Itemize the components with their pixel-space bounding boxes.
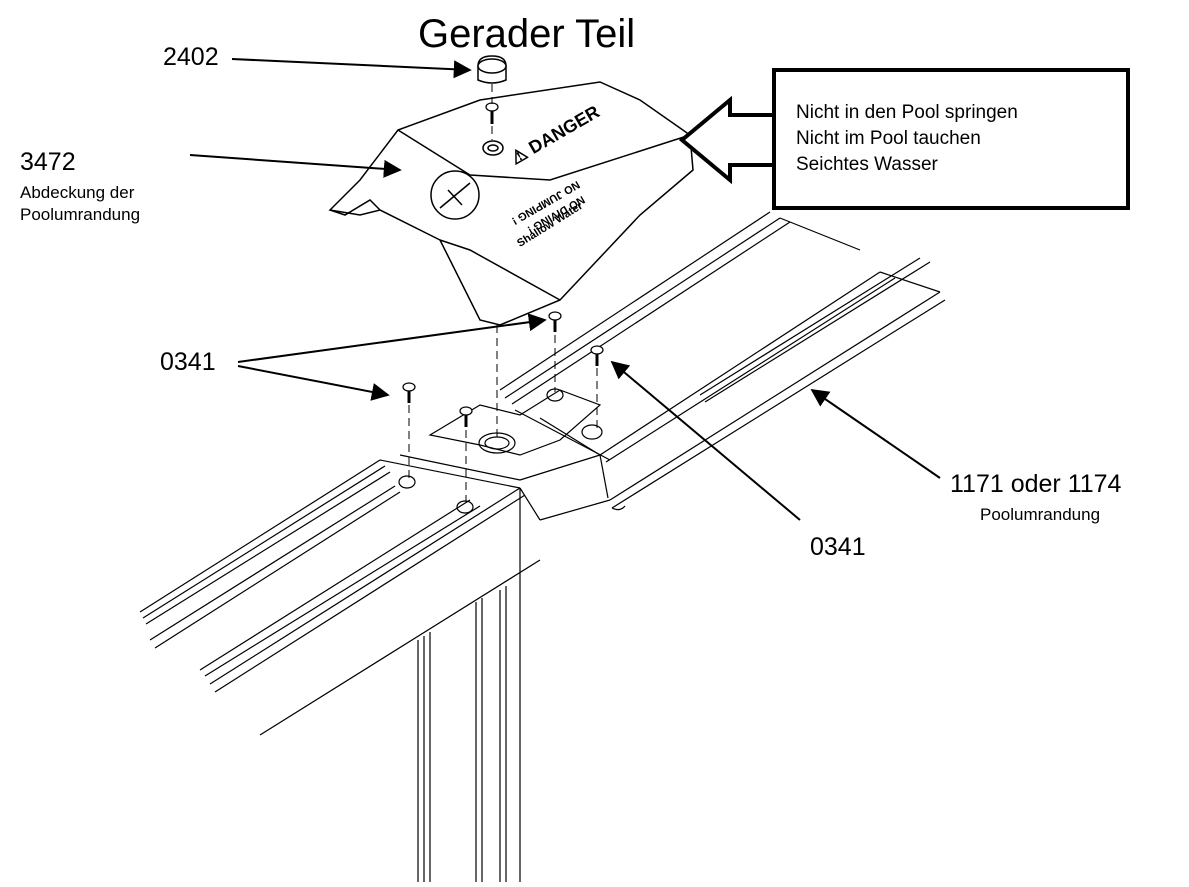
label-2402: 2402 bbox=[163, 43, 219, 71]
pool-rail-right bbox=[499, 211, 946, 511]
arrow-0341-b bbox=[237, 365, 390, 401]
label-3472-desc-2: Poolumrandung bbox=[20, 205, 141, 224]
arrow-3472 bbox=[189, 154, 402, 178]
arrow-0341-right bbox=[610, 360, 801, 521]
warning-line-3: Seichtes Wasser bbox=[796, 154, 938, 175]
warning-line-2: Nicht im Pool tauchen bbox=[796, 128, 981, 149]
label-1171-desc: Poolumrandung bbox=[980, 505, 1101, 524]
upright-post bbox=[417, 560, 521, 882]
label-0341-right: 0341 bbox=[810, 533, 866, 561]
pool-rail-cover bbox=[328, 81, 694, 326]
callout-arrow-icon bbox=[678, 95, 772, 185]
screws bbox=[402, 102, 604, 427]
pool-rail-left bbox=[139, 454, 611, 736]
warning-line-1: Nicht in den Pool springen bbox=[796, 102, 1018, 123]
label-1171: 1171 oder 1174 bbox=[950, 470, 1122, 498]
arrow-1171 bbox=[810, 388, 941, 479]
arrow-2402 bbox=[231, 58, 472, 79]
label-3472: 3472 bbox=[20, 148, 76, 176]
warning-callout-box: Nicht in den Pool springen Nicht im Pool… bbox=[772, 68, 1130, 210]
alignment-lines bbox=[408, 84, 598, 503]
arrow-0341-a bbox=[237, 313, 547, 363]
label-0341-left: 0341 bbox=[160, 348, 216, 376]
top-connector bbox=[398, 388, 603, 514]
cap-2402 bbox=[477, 55, 507, 84]
leader-arrows bbox=[189, 58, 941, 521]
page-title: Gerader Teil bbox=[418, 12, 636, 56]
label-3472-desc-1: Abdeckung der bbox=[20, 183, 135, 202]
